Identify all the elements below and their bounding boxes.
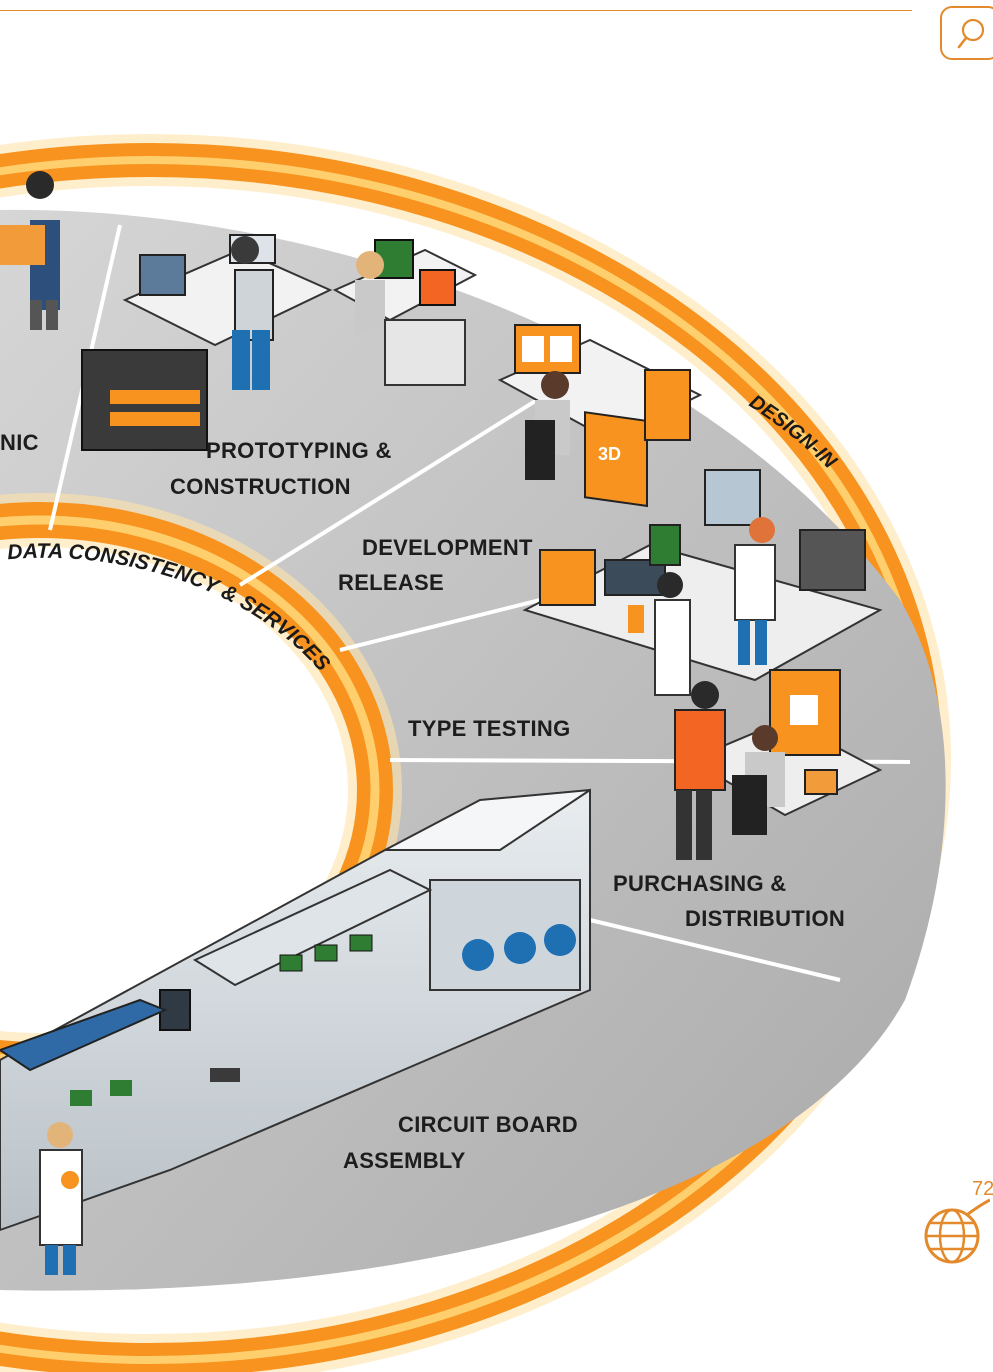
label-development-line2: RELEASE — [338, 570, 445, 595]
type-testing-lab — [522, 469, 883, 696]
label-circuit-board-line1: CIRCUIT BOARD — [398, 1112, 578, 1137]
prototyping-workstation — [81, 234, 333, 451]
globe-icon[interactable] — [918, 1198, 990, 1270]
purchasing-workstation — [674, 669, 883, 860]
monitor-3d-label: 3D — [598, 444, 621, 464]
cad-workstation — [332, 239, 478, 386]
label-purchasing-line1: PURCHASING & — [613, 871, 787, 896]
schematic-workstation — [0, 171, 60, 330]
circuit-board-assembly-line — [0, 788, 591, 1275]
label-type-testing: TYPE TESTING — [408, 716, 571, 741]
label-circuit-board-line2: ASSEMBLY — [343, 1148, 466, 1173]
development-workstation: 3D — [497, 324, 703, 508]
label-schematic-partial: NIC — [0, 430, 39, 455]
label-prototyping-line2: CONSTRUCTION — [170, 474, 351, 499]
search-icon — [957, 18, 985, 49]
label-development-line1: DEVELOPMENT — [362, 535, 533, 560]
search-button[interactable] — [940, 6, 993, 60]
label-prototyping-line1: PROTOTYPING & — [206, 438, 392, 463]
top-divider-line — [0, 10, 912, 11]
label-purchasing-line2: DISTRIBUTION — [685, 906, 846, 931]
page-number: 72 — [972, 1178, 993, 1200]
